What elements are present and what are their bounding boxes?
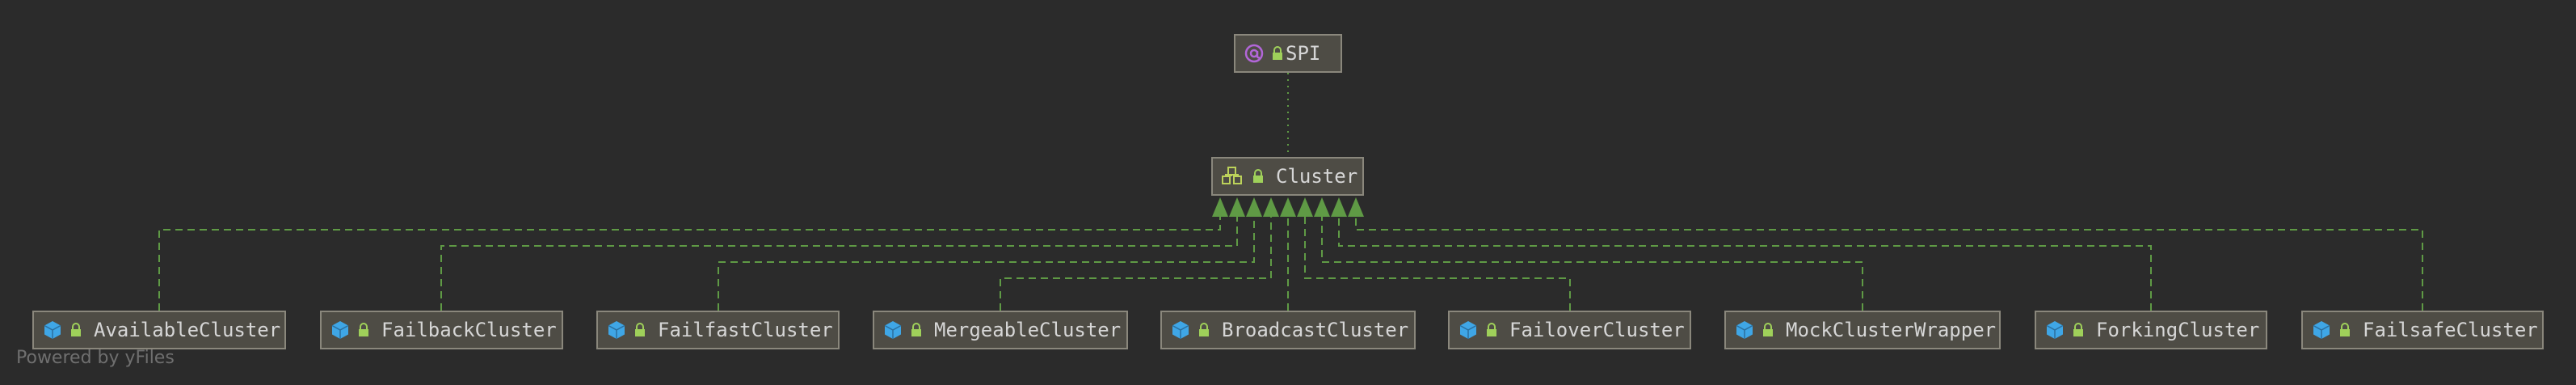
lock-icon [69,322,82,338]
inheritance-arrow [1331,197,1347,217]
node-label: FailbackCluster [381,319,557,341]
lock-icon [2072,322,2085,338]
node-label: SPI [1286,42,1321,65]
inheritance-arrow [1263,197,1279,217]
node-label: MockClusterWrapper [1786,319,1997,341]
inheritance-arrow [1280,197,1296,217]
implements-edge [1321,217,1863,311]
lock-icon [1271,45,1284,61]
inheritance-arrow [1212,197,1228,217]
inheritance-arrow [1246,197,1262,217]
lock-icon [357,322,370,338]
interface-node-cluster[interactable]: Cluster [1211,157,1364,196]
inheritance-arrow [1297,197,1313,217]
class-node-forkingcluster[interactable]: ForkingCluster [2035,311,2267,349]
lock-icon [1485,322,1498,338]
lock-icon [2338,322,2351,338]
implements-edge [1000,217,1272,311]
implements-edge [1355,217,2423,311]
implements-edge [440,217,1238,311]
class-icon [882,319,903,341]
lock-icon [633,322,646,338]
inheritance-arrow [1229,197,1245,217]
node-label: FailfastCluster [658,319,833,341]
implements-edge [718,217,1255,311]
lock-icon [1252,168,1265,184]
node-label: Cluster [1276,165,1358,188]
annotation-icon [1244,43,1265,64]
class-icon [330,319,351,341]
node-label: FailoverCluster [1509,319,1685,341]
node-label: BroadcastCluster [1222,319,1409,341]
class-icon [42,319,63,341]
class-node-failbackcluster[interactable]: FailbackCluster [320,311,563,349]
node-label: FailsafeCluster [2363,319,2538,341]
class-node-failfastcluster[interactable]: FailfastCluster [596,311,840,349]
node-label: ForkingCluster [2096,319,2260,341]
interface-icon [1221,166,1245,187]
class-icon [2044,319,2065,341]
lock-icon [910,322,923,338]
inheritance-arrow [1314,197,1330,217]
class-icon [1734,319,1755,341]
node-label: AvailableCluster [94,319,281,341]
class-node-mergeablecluster[interactable]: MergeableCluster [873,311,1128,349]
annotation-node-spi[interactable]: SPI [1234,34,1342,73]
class-icon [606,319,627,341]
class-node-failovercluster[interactable]: FailoverCluster [1448,311,1691,349]
lock-icon [1762,322,1774,338]
class-icon [2311,319,2332,341]
lock-icon [1198,322,1210,338]
inheritance-arrow [1348,197,1364,217]
class-icon [1170,319,1191,341]
class-node-broadcastcluster[interactable]: BroadcastCluster [1160,311,1416,349]
implements-edge [1304,217,1571,311]
node-label: MergeableCluster [934,319,1122,341]
class-icon [1458,319,1479,341]
class-node-mockclusterwrapper[interactable]: MockClusterWrapper [1724,311,2001,349]
class-node-failsafecluster[interactable]: FailsafeCluster [2301,311,2544,349]
watermark: Powered by yFiles [16,348,175,368]
implements-edge [158,217,1221,311]
class-node-availablecluster[interactable]: AvailableCluster [32,311,286,349]
implements-edge [1338,217,2152,311]
